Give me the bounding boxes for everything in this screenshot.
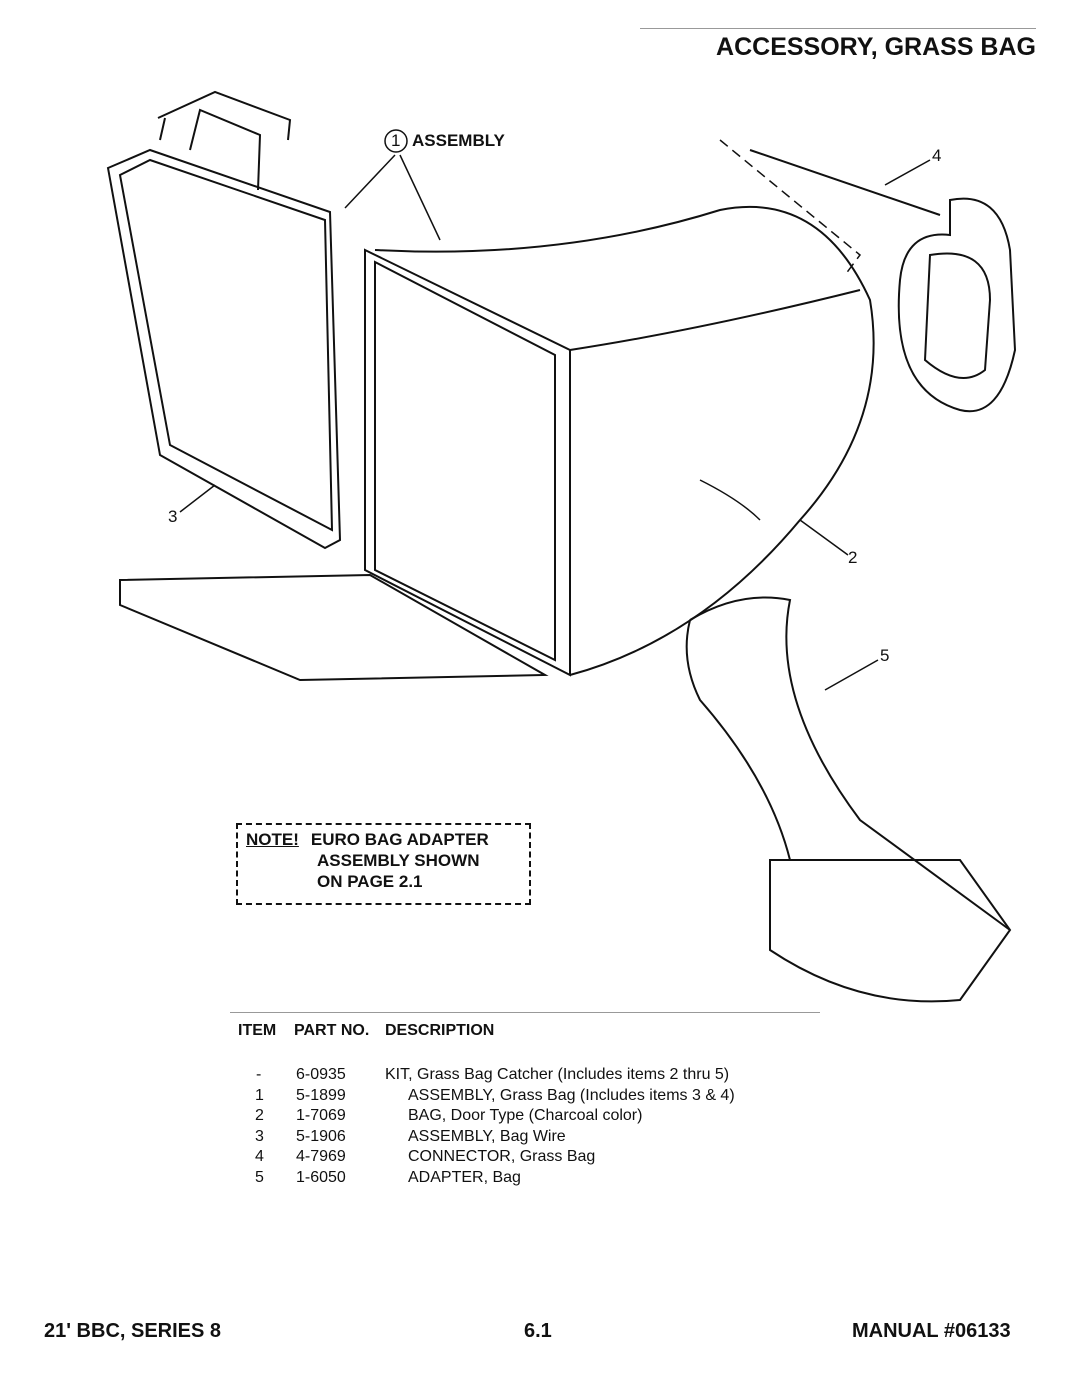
page-title: ACCESSORY, GRASS BAG	[640, 28, 1036, 62]
callout-2: 2	[848, 548, 858, 567]
item: 3	[255, 1127, 264, 1145]
description: ADAPTER, Bag	[408, 1168, 521, 1186]
part-no: 1-7069	[296, 1107, 346, 1124]
note-line-2: ASSEMBLY SHOWN	[317, 851, 480, 870]
description: BAG, Door Type (Charcoal color)	[408, 1107, 643, 1124]
part-no: 4-7969	[296, 1148, 346, 1165]
part-no: 6-0935	[296, 1066, 346, 1083]
header-item: ITEM	[238, 1022, 277, 1039]
description: CONNECTOR, Grass Bag	[408, 1148, 596, 1165]
item: 5	[255, 1168, 264, 1186]
part-no: 1-6050	[296, 1168, 346, 1186]
footer-page-number: 6.1	[524, 1320, 552, 1342]
assembly-callout-circle	[384, 129, 408, 153]
callout-4: 4	[932, 146, 942, 165]
part-no: 5-1899	[296, 1086, 346, 1104]
header-description: DESCRIPTION	[385, 1022, 495, 1039]
callout-5: 5	[880, 646, 890, 665]
description: KIT, Grass Bag Catcher (Includes items 2…	[385, 1066, 730, 1083]
item: 1	[255, 1086, 264, 1104]
note-label: NOTE!	[246, 830, 299, 849]
table-divider	[230, 1012, 820, 1013]
item: 4	[255, 1148, 264, 1165]
callout-leaders	[179, 154, 931, 691]
bag-wire-frame	[106, 90, 342, 550]
callout-3: 3	[168, 507, 178, 526]
footer-model: 21' BBC, SERIES 8	[44, 1320, 222, 1342]
exploded-parts-diagram	[106, 90, 1017, 1003]
item: -	[256, 1066, 262, 1083]
bag-adapter	[685, 596, 1012, 1003]
bag-connector	[719, 139, 1017, 413]
callout-assembly-label: ASSEMBLY	[412, 131, 505, 150]
note-line-1: EURO BAG ADAPTER	[310, 830, 489, 849]
item: 2	[255, 1107, 264, 1124]
euro-adapter-note: NOTE! EURO BAG ADAPTER ASSEMBLY SHOWN ON …	[236, 823, 531, 905]
header-part-no: PART NO.	[294, 1022, 370, 1039]
callout-1: 1	[391, 131, 401, 150]
description: ASSEMBLY, Bag Wire	[408, 1127, 566, 1145]
footer-manual-number: MANUAL #06133	[852, 1320, 1011, 1342]
grass-bag	[119, 205, 875, 682]
note-line-3: ON PAGE 2.1	[317, 872, 423, 891]
description: ASSEMBLY, Grass Bag (Includes items 3 & …	[408, 1086, 735, 1104]
part-no: 5-1906	[296, 1127, 346, 1145]
